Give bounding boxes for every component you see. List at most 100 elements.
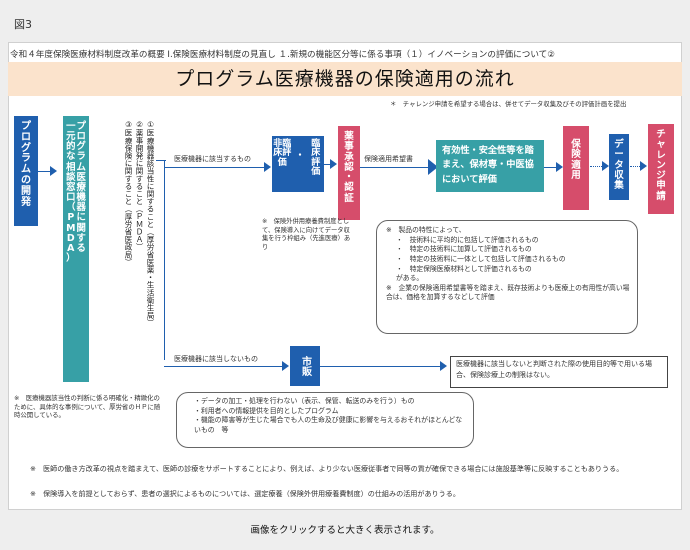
clinical-char: 評 (311, 157, 321, 168)
consult-window-char: 相 (66, 161, 76, 173)
challenge-dotted-line (630, 166, 642, 167)
insurance-arrow-icon (556, 162, 563, 172)
clinical-char: 価 (311, 167, 321, 178)
evaluation-text: 有効性・安全性等を踏まえ、保材専・中医協において評価 (442, 145, 534, 185)
challenge-arrow-icon (640, 161, 647, 171)
dev-arrow-icon (50, 166, 57, 176)
evaluation-box (436, 140, 544, 192)
approval-char: 認 (344, 161, 354, 173)
non-device-branch-line (164, 366, 282, 367)
non-clinical-char: 評 (282, 148, 292, 159)
non-clinical-char: 床 (273, 148, 283, 159)
evaluation-detail-line: がある。 (396, 274, 424, 283)
consult-window-char: A (67, 242, 75, 254)
consult-window-char: M (66, 222, 76, 234)
consult-window-char: る (76, 242, 86, 254)
device-yes-label: 医療機器に該当するもの (174, 155, 251, 163)
applicant-line (360, 167, 428, 168)
data-collection-char: タ (614, 159, 624, 171)
advanced-medical-note: ※ 保険外併用療養費制度として、保険導入に向けてデータ収集を行う枠組み（先進医療… (262, 218, 351, 251)
example-line: ・機能の障害等が生じた場合でも人の生命及び健康に影響を与えるおそれがほとんどない… (194, 416, 463, 434)
approval-char: 事 (344, 141, 354, 153)
challenge-char: ャ (656, 139, 666, 151)
consult-items-list: ①医療機器該当性に関すること（厚労省医薬・生活衛生局）②薬事開発に関すること（Ｐ… (90, 116, 156, 327)
evaluation-detail-line: ・ 特定の技術料に加算して評価されるもの (396, 245, 532, 254)
consult-window-char: ） (66, 253, 76, 265)
consult-window-char: 器 (76, 202, 86, 214)
data-collection-char: 収 (614, 169, 624, 181)
challenge-char: ン (656, 159, 666, 171)
evaluation-connector (544, 167, 556, 168)
data-collection-box: データ収集 (609, 134, 629, 200)
clinical-char: 臨 (311, 139, 321, 149)
evaluation-detail-line: ・ 特定の技術料に一体として包括して評価されるもの (396, 254, 566, 263)
challenge-box: チャレンジ申請 (648, 124, 674, 214)
evaluation-detail-line: ※ 製品の特性によって、 (386, 226, 466, 234)
non-device-note-box (450, 356, 668, 388)
clinical-col: 臨床評価 (308, 139, 324, 190)
consult-window-char: 的 (66, 141, 76, 153)
consult-window-char: す (76, 232, 86, 244)
example-line: ・データの加工・処理を行わない（表示、保管、転送のみを行う）もの (194, 397, 415, 405)
challenge-char: チ (656, 129, 666, 140)
evaluation-details-box (376, 220, 638, 334)
approval-char: 承 (344, 151, 354, 163)
evaluation-detail-line: ・ 特定保険医療材料として評価されるもの (396, 264, 532, 273)
footer-note-2: ※ 保険導入を前提としておらず、患者の選択によるものについては、選定療養（保険外… (30, 489, 460, 498)
approval-char: 薬 (344, 131, 354, 142)
insurance-char: 用 (571, 169, 581, 181)
consult-window-char: （ (66, 202, 76, 214)
consult-item: ①医療機器該当性に関すること（厚労省医薬・生活衛生局） (146, 120, 155, 327)
program-development-char: プ (21, 121, 31, 132)
program-development-char: ム (21, 164, 31, 176)
consult-window-char: 窓 (66, 181, 76, 193)
clinical-char: 床 (311, 148, 321, 159)
challenge-char: ジ (656, 170, 666, 181)
enlarge-caption[interactable]: 画像をクリックすると大きく表示されます。 (250, 525, 440, 536)
consult-window-char: グ (76, 141, 86, 153)
applicant-label: 保険適用希望書 (364, 155, 413, 163)
applicant-arrow-icon (428, 159, 438, 175)
consult-window-char: 一 (66, 121, 76, 132)
market-label: 市販 (299, 356, 311, 376)
market-connector (320, 366, 440, 367)
consult-window-char: プ (76, 121, 86, 132)
program-development-char: ロ (21, 131, 31, 143)
challenge-note: ＊ チャレンジ申請を希望する場合は、併せてデータ収集及びその評価計画を提出 (390, 100, 627, 108)
consult-window-char: 療 (76, 181, 86, 193)
non-device-arrow-icon (282, 361, 289, 371)
insurance-box: 保険適用 (563, 126, 589, 210)
insurance-char: 険 (571, 149, 581, 161)
approval-box: 薬事承認・認証 (338, 126, 360, 220)
consult-window-char: ロ (76, 131, 86, 143)
left-bottom-note: ※ 医療機器該当性の判断に係る明確化・精緻化のために、具体的な事例について、厚労… (14, 394, 161, 420)
non-device-note-arrow-icon (440, 361, 447, 371)
program-development-char: 発 (21, 196, 31, 208)
approval-char: ・ (344, 172, 354, 183)
non-clinical-char: 臨 (282, 139, 292, 149)
consult-item: ③医療保険に関すること（厚労省医政局） (124, 120, 134, 266)
program-development-box: プログラムの開発 (14, 116, 38, 226)
consult-window-char: P (67, 212, 75, 224)
non-clinical-char: 非 (273, 139, 283, 149)
examples-box (176, 392, 474, 448)
consult-window-col: プログラム医療機器に関する (76, 121, 86, 254)
approval-char: 証 (344, 192, 354, 204)
approval-arrow-icon (330, 159, 337, 169)
program-development-char: グ (21, 142, 31, 154)
consult-window-char: 機 (76, 192, 86, 204)
examples-list: ・データの加工・処理を行わない（表示、保管、転送のみを行う）もの・利用者への情報… (184, 397, 468, 435)
consult-window-char: ラ (76, 151, 86, 163)
slide-header: 令和４年度保険医療材料制度改革の概要 Ⅰ.保険医療材料制度の見直し １.新規の機… (10, 50, 555, 60)
figure-label: 図3 (14, 18, 32, 31)
challenge-char: 請 (656, 190, 666, 202)
evaluation-detail-line: ※ 企業の保険適用希望書等を踏まえ、既存技術よりも医療上の有用性が高い場合は、価… (386, 283, 630, 302)
insurance-char: 適 (571, 159, 581, 171)
slide-title: プログラム医療機器の保険適用の流れ (175, 68, 515, 90)
data-collection-char: ー (614, 149, 624, 161)
consult-window-char: 口 (66, 192, 76, 204)
device-branch-line (164, 167, 264, 168)
device-arrow-icon (264, 162, 271, 172)
consult-window-char: 元 (66, 131, 76, 143)
